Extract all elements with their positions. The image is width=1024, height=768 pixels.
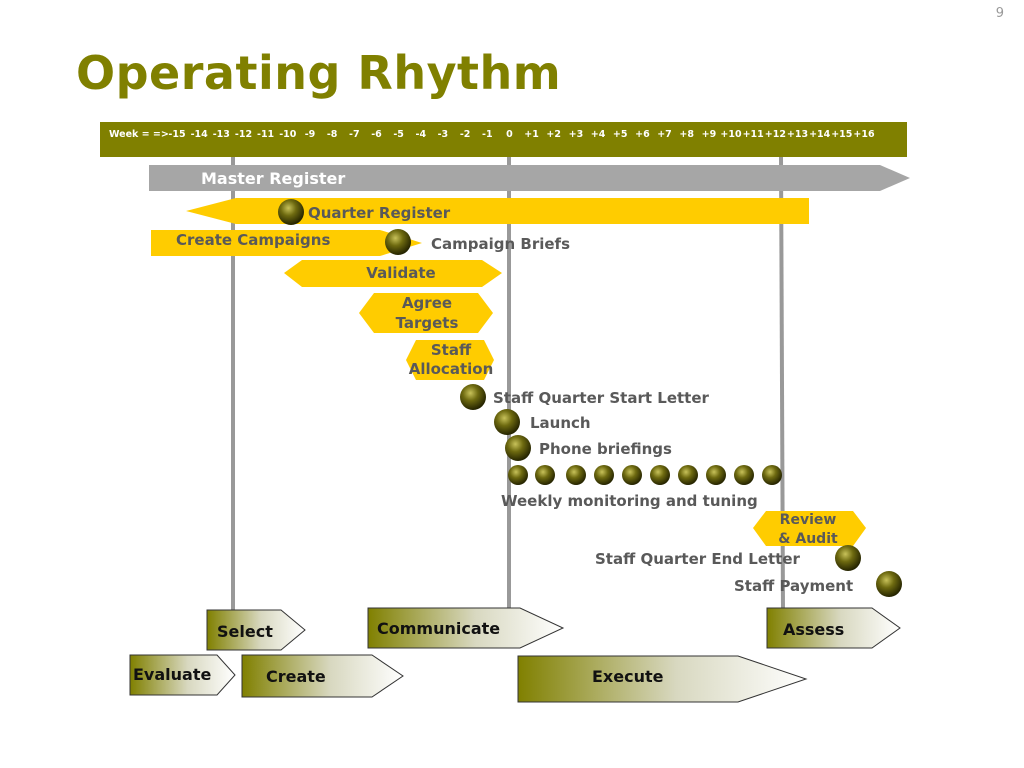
week-tick-label: -7 <box>349 129 360 140</box>
weekly-dot <box>594 465 614 485</box>
phase-create-label: Create <box>266 667 326 686</box>
campaign-briefs-label: Campaign Briefs <box>431 235 570 253</box>
staff-allocation-line1: Staff <box>431 341 472 359</box>
phase-evaluate <box>129 654 236 696</box>
phase-assess-label: Assess <box>783 620 844 639</box>
week-tick-label: -14 <box>191 129 209 140</box>
staff-payment-dot <box>876 571 902 597</box>
master-register-arrow <box>149 165 910 191</box>
week-tick-label: -12 <box>235 129 252 140</box>
week-tick-label: -11 <box>257 129 274 140</box>
master-register-label: Master Register <box>201 169 345 188</box>
page-number: 9 <box>995 6 1004 21</box>
week-tick-label: +1 <box>524 129 539 140</box>
week-tick-label: +11 <box>743 129 764 140</box>
week-tick-label: -15 <box>168 129 185 140</box>
review-audit-hexagon <box>753 511 866 546</box>
phase-communicate <box>367 607 565 649</box>
weekly-dot <box>706 465 726 485</box>
phase-select <box>206 609 306 651</box>
week-tick-label: -5 <box>393 129 404 140</box>
staff-quarter-start-dot <box>460 384 486 410</box>
week-tick-label: +9 <box>702 129 717 140</box>
staff-quarter-start-label: Staff Quarter Start Letter <box>493 389 710 407</box>
staff-allocation-hexagon <box>406 340 494 380</box>
review-audit-line1: Review <box>780 512 837 528</box>
week-tick-label: -6 <box>371 129 382 140</box>
phase-execute-label: Execute <box>592 667 664 686</box>
staff-quarter-end-label: Staff Quarter End Letter <box>595 550 801 568</box>
staff-quarter-end-dot <box>835 545 861 571</box>
weekly-dot <box>762 465 782 485</box>
week-tick-label: +4 <box>591 129 606 140</box>
phone-briefings-label: Phone briefings <box>539 440 672 458</box>
week-tick-label: +6 <box>635 129 650 140</box>
week-tick-label: +7 <box>657 129 672 140</box>
weekly-dot <box>650 465 670 485</box>
week-tick-label: -1 <box>482 129 493 140</box>
agree-targets-hexagon <box>359 293 493 333</box>
phone-briefings-dot <box>505 435 531 461</box>
slide-title: Operating Rhythm <box>76 46 562 100</box>
week-tick-label: +13 <box>787 129 808 140</box>
launch-label: Launch <box>530 414 591 432</box>
week-tick-label: +10 <box>720 129 742 140</box>
weekly-dot <box>566 465 586 485</box>
week-tick-label: +3 <box>569 129 584 140</box>
week-tick-label: +8 <box>679 129 694 140</box>
weekly-dot <box>678 465 698 485</box>
quarter-register-dot <box>278 199 304 225</box>
review-audit-line2: & Audit <box>778 531 838 547</box>
phase-assess <box>766 607 901 649</box>
validate-label: Validate <box>366 264 435 282</box>
phase-create <box>241 654 404 698</box>
phase-execute <box>517 655 808 703</box>
week-tick-label: +14 <box>809 129 831 140</box>
weekly-dot <box>508 465 528 485</box>
weekly-dot <box>535 465 555 485</box>
week-tick-label: -8 <box>327 129 338 140</box>
create-campaigns-label: Create Campaigns <box>176 231 330 249</box>
campaign-briefs-dot <box>385 229 411 255</box>
launch-dot <box>494 409 520 435</box>
phase-evaluate-label: Evaluate <box>133 665 211 684</box>
agree-targets-line1: Agree <box>402 294 452 312</box>
week-tick-label: -4 <box>416 129 427 140</box>
quarter-register-label: Quarter Register <box>308 204 451 222</box>
week-tick-label: 0 <box>506 129 513 140</box>
quarter-register-arrow <box>186 198 809 224</box>
week-tick-label: -3 <box>438 129 449 140</box>
week-bar <box>100 122 907 157</box>
staff-allocation-line2: Allocation <box>409 360 494 378</box>
weekly-dot <box>734 465 754 485</box>
create-campaigns-arrow <box>151 230 422 256</box>
week-tick-label: -13 <box>213 129 230 140</box>
weekly-monitoring-label: Weekly monitoring and tuning <box>501 492 758 510</box>
weekly-dot <box>622 465 642 485</box>
phase-communicate-label: Communicate <box>377 619 500 638</box>
week-tick-label: +5 <box>613 129 628 140</box>
week-tick-label: -9 <box>305 129 316 140</box>
week-tick-label: +16 <box>853 129 875 140</box>
week-tick-label: -2 <box>460 129 471 140</box>
week-prefix: Week = => <box>109 129 169 140</box>
validate-hexagon <box>284 260 502 287</box>
agree-targets-line2: Targets <box>396 314 459 332</box>
week-tick-label: +2 <box>546 129 561 140</box>
phase-select-label: Select <box>217 622 273 641</box>
week-tick-label: +15 <box>831 129 852 140</box>
week-tick-label: -10 <box>279 129 297 140</box>
week-tick-label: +12 <box>765 129 786 140</box>
staff-payment-label: Staff Payment <box>734 577 853 595</box>
